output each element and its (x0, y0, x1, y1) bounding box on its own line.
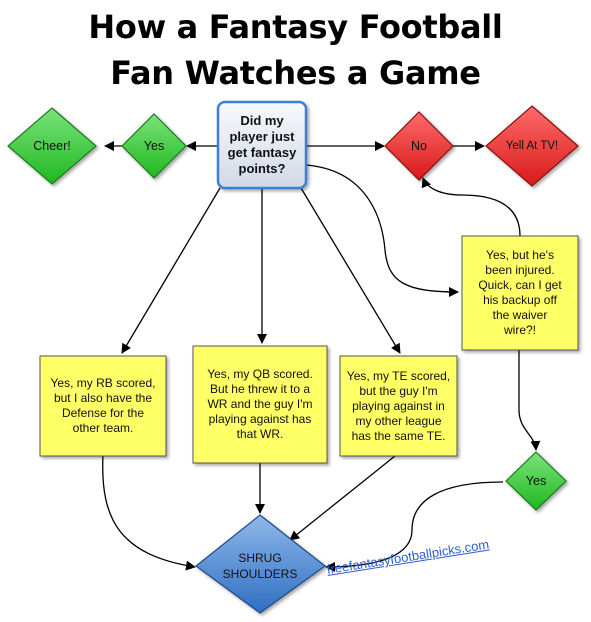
node-no (384, 111, 454, 181)
qb-label: Yes, my QB scored. But he threw it to a … (207, 367, 313, 441)
edge-start-to-rb (121, 187, 221, 354)
title-line-1: How a Fantasy Football (88, 8, 503, 46)
node-rb (39, 355, 167, 457)
edge-injured-to-no (421, 177, 521, 237)
node-qb (192, 345, 328, 464)
node-yell (485, 105, 579, 187)
edge-start-to-te (300, 187, 401, 354)
rb-label: Yes, my RB scored, but I also have the D… (50, 376, 156, 435)
yes-left-label: Yes (143, 138, 165, 153)
title-line-2: Fan Watches a Game (110, 54, 481, 92)
node-cheer (7, 107, 97, 185)
yes-right-label: Yes (525, 473, 547, 488)
node-yes-left (121, 113, 187, 179)
node-te (339, 355, 458, 457)
injured-label: Yes, but he's been injured. Quick, can I… (478, 248, 562, 337)
node-yes-right (505, 451, 567, 511)
node-start (216, 100, 308, 190)
edge-te-to-shrug (289, 455, 396, 541)
node-shrug (195, 514, 326, 614)
start-question-label: Did my player just get fantasy points? (227, 113, 297, 176)
shrug-label: SHRUG SHOULDERS (222, 551, 298, 581)
edge-yes-right-to-shrug (325, 481, 504, 572)
diagram-title: How a Fantasy Football Fan Watches a Gam… (0, 4, 591, 96)
edge-start-to-injured (305, 164, 459, 297)
edge-rb-to-shrug (102, 454, 196, 571)
node-injured (461, 235, 579, 351)
yell-label: Yell At TV! (505, 139, 559, 152)
cheer-label: Cheer! (33, 138, 71, 153)
connectors (102, 141, 541, 572)
no-label: No (411, 138, 427, 153)
edge-injured-to-yes-right (518, 350, 541, 451)
te-label: Yes, my TE scored, but the guy I'm playi… (346, 368, 451, 443)
